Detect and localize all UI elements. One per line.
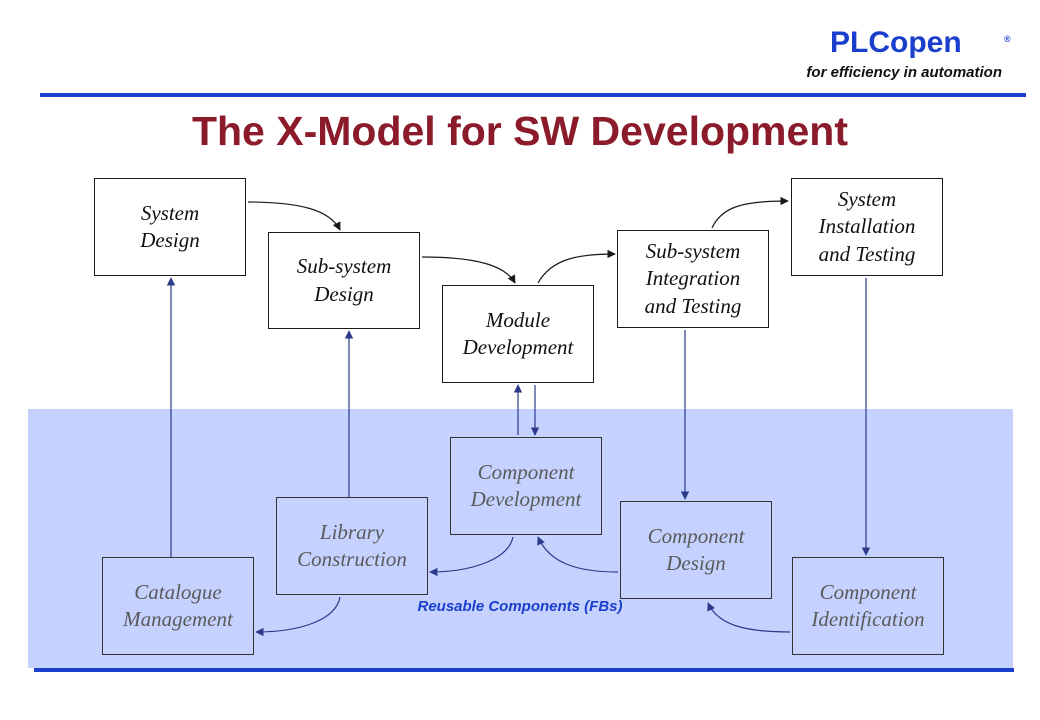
system-design-box: System Design	[94, 178, 246, 276]
arrow-system-to-subsystem	[247, 201, 341, 231]
arrow-module-to-integration	[537, 249, 616, 284]
component-design-box: Component Design	[620, 501, 772, 599]
arrow-compdesign-to-compdev	[537, 536, 619, 573]
subsystem-integration-box: Sub-system Integration and Testing	[617, 230, 769, 328]
header-rule	[40, 93, 1026, 97]
registered-mark: ®	[1004, 34, 1011, 44]
reusable-components-label: Reusable Components (FBs)	[417, 598, 623, 615]
arrow-subsystem-to-module	[421, 256, 516, 284]
library-construction-box: Library Construction	[276, 497, 428, 595]
arrow-library-to-catalogue	[255, 596, 341, 637]
component-identification-box: Component Identification	[792, 557, 944, 655]
page-title: The X-Model for SW Development	[191, 108, 849, 154]
module-development-box: Module Development	[442, 285, 594, 383]
catalogue-management-box: Catalogue Management	[102, 557, 254, 655]
arrow-identification-to-compdesign	[707, 602, 791, 633]
component-development-box: Component Development	[450, 437, 602, 535]
arrow-compdev-to-library	[429, 536, 514, 577]
system-installation-box: System Installation and Testing	[791, 178, 943, 276]
logo-tagline: for efficiency in automation	[806, 64, 1002, 81]
plcopen-logo: PLCopen	[830, 26, 962, 59]
footer-rule	[34, 668, 1014, 672]
subsystem-design-box: Sub-system Design	[268, 232, 420, 329]
arrow-integration-to-installation	[711, 196, 789, 229]
